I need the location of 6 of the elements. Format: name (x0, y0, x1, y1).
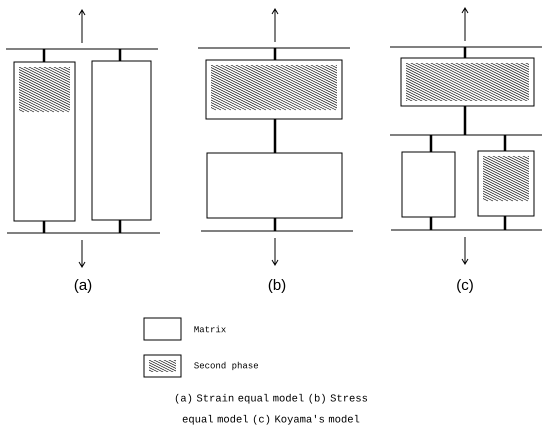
caption: (a) Strain equal model (b) Stress equal model (c) Koyama's model (176, 394, 368, 425)
panel-label: (b) (268, 279, 286, 293)
legend-label: Matrix (194, 326, 226, 332)
panel-label: (a) (74, 279, 92, 293)
panel-label: (c) (457, 279, 473, 293)
legend-label: Second phase (194, 362, 258, 370)
